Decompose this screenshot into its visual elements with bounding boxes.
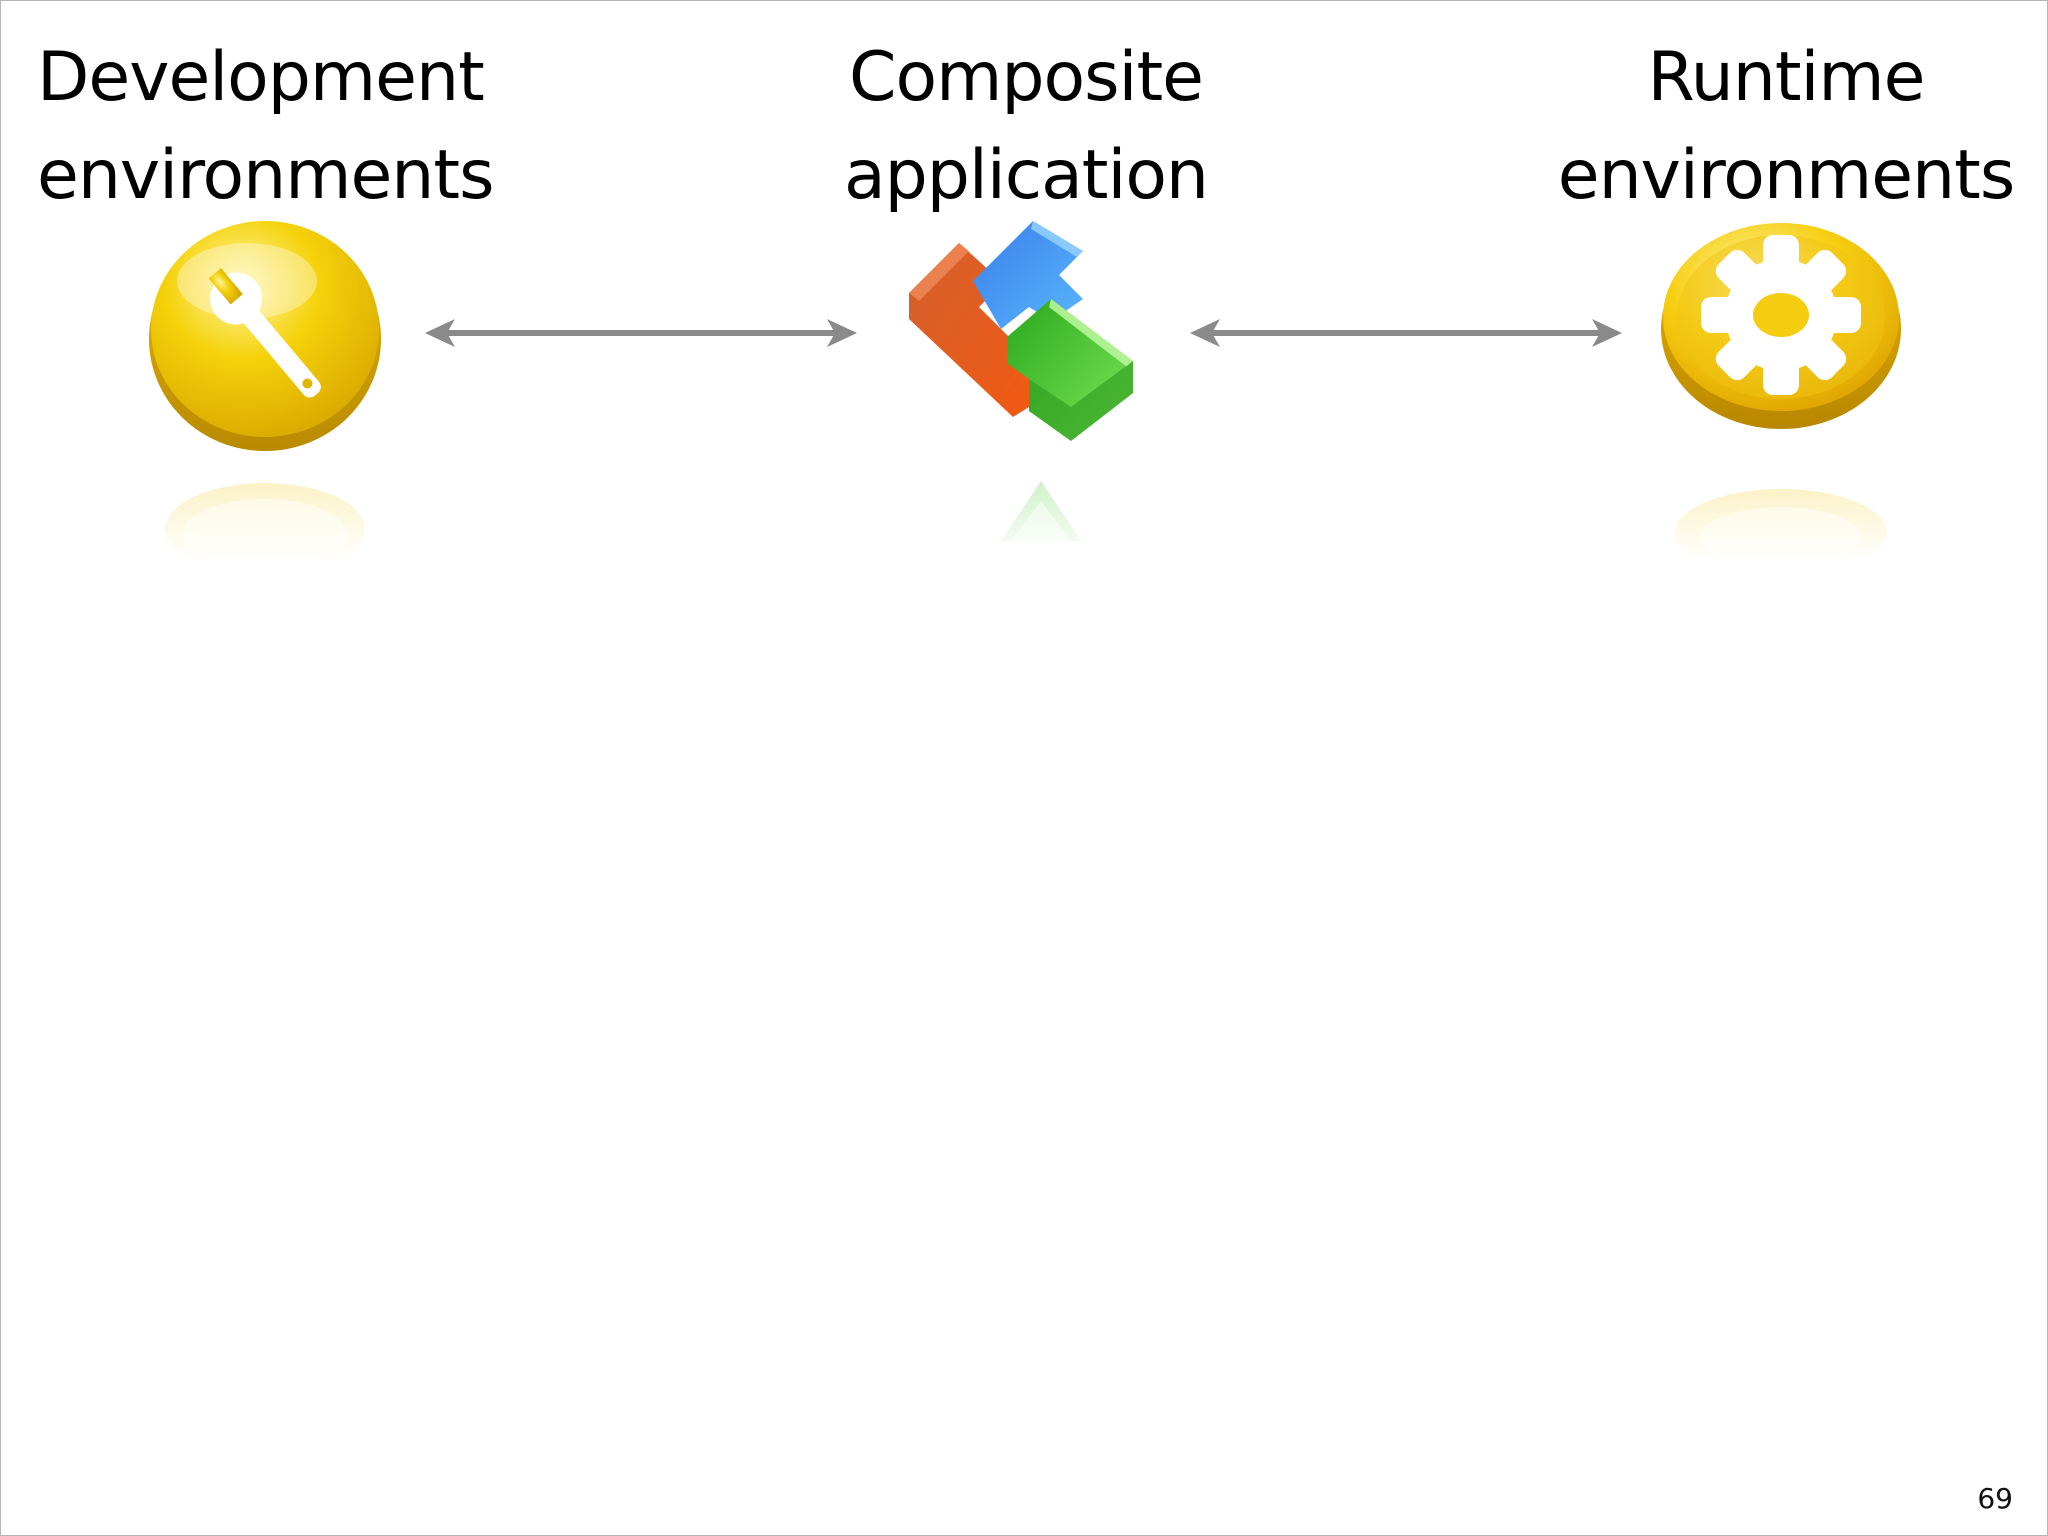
composite-application-label: Composite application (801, 29, 1251, 225)
wrench-icon (147, 221, 387, 561)
development-environments-label: Development environments (37, 29, 507, 225)
runtime-environments-label: Runtime environments (1536, 29, 2036, 225)
bidirectional-arrow-dev-composite (425, 319, 857, 347)
page-number: 69 (1977, 1482, 2013, 1515)
label-line: environments (1557, 136, 2016, 215)
label-line: Composite (849, 38, 1204, 117)
label-line: Development (37, 38, 485, 117)
label-line: application (843, 136, 1209, 215)
label-line: Runtime (1647, 38, 1925, 117)
label-line: environments (37, 136, 495, 215)
gear-icon (1656, 223, 1906, 561)
puzzle-blocks-icon (901, 221, 1151, 561)
bidirectional-arrow-composite-runtime (1190, 319, 1622, 347)
